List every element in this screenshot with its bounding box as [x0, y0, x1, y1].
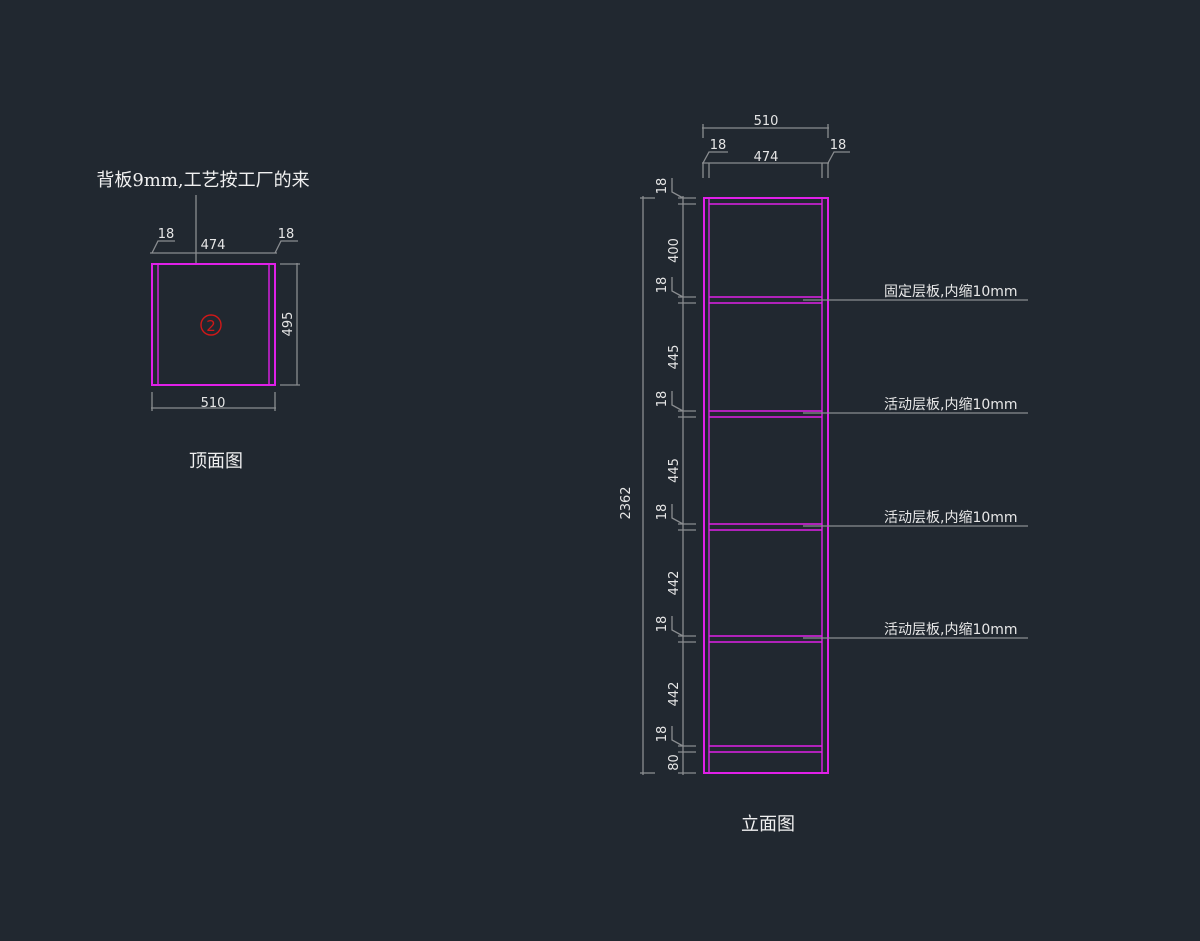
dim-leader-18-left	[702, 151, 728, 164]
elevation-title: 立面图	[741, 814, 795, 835]
shelf-label: 活动层板,内缩10mm	[884, 397, 1018, 413]
dim-leader	[671, 391, 684, 412]
overall-height-dim: 2362	[619, 486, 634, 519]
shelf-label: 活动层板,内缩10mm	[884, 510, 1018, 526]
chain-dim-value: 18	[655, 178, 670, 195]
dim-leader	[671, 504, 684, 525]
top-view-title: 顶面图	[189, 451, 243, 472]
chain-dim-value: 18	[655, 616, 670, 633]
elev-dim-18-left: 18	[710, 138, 727, 153]
chain-dim-value: 18	[655, 504, 670, 521]
chain-dim-value: 445	[667, 345, 682, 370]
dim-474: 474	[201, 238, 226, 253]
chain-dim-value: 80	[667, 754, 682, 771]
part-marker-icon	[200, 314, 222, 336]
elev-dim-474: 474	[754, 150, 779, 165]
elevation-view: 510 474 18 18 18400184451844518442184421…	[619, 114, 1028, 835]
shelf-label: 活动层板,内缩10mm	[884, 622, 1018, 638]
top-view: 背板9mm,工艺按工厂的来 2 474 18 18 510 495 顶面图	[96, 170, 309, 472]
chain-dim-value: 445	[667, 458, 682, 483]
back-panel-note: 背板9mm,工艺按工厂的来	[96, 170, 309, 191]
chain-dims: 18 400 18 445 18 445 18 442 18 442 18 80	[655, 178, 696, 774]
elev-dim-510: 510	[754, 114, 779, 129]
elev-dim-18-right: 18	[830, 138, 847, 153]
chain-dim-value: 400	[667, 238, 682, 263]
top-view-outline	[151, 263, 276, 386]
dim-18-right: 18	[278, 227, 295, 242]
cabinet-outline	[703, 197, 829, 774]
part-marker-number: 2	[206, 317, 216, 335]
dim-leader-18-right	[827, 151, 850, 164]
dim-leader-18-left	[151, 240, 175, 254]
dim-495: 495	[281, 312, 296, 337]
chain-dim-value: 18	[655, 726, 670, 743]
dim-leader	[671, 616, 684, 637]
dim-leader-18-right	[274, 240, 298, 254]
chain-dim-value: 18	[655, 277, 670, 294]
shelf-label: 固定层板,内缩10mm	[884, 284, 1018, 300]
shelves	[709, 296, 822, 753]
dim-18-left: 18	[158, 227, 175, 242]
shelf-labels: 固定层板,内缩10mm 活动层板,内缩10mm 活动层板,内缩10mm 活动层板,内缩…	[803, 284, 1028, 639]
chain-dim-value: 442	[667, 682, 682, 707]
dim-510: 510	[201, 396, 226, 411]
dim-leader	[671, 726, 684, 747]
chain-dim-value: 18	[655, 391, 670, 408]
dim-leader	[671, 178, 684, 199]
chain-dim-value: 442	[667, 571, 682, 596]
dim-leader	[671, 277, 684, 298]
